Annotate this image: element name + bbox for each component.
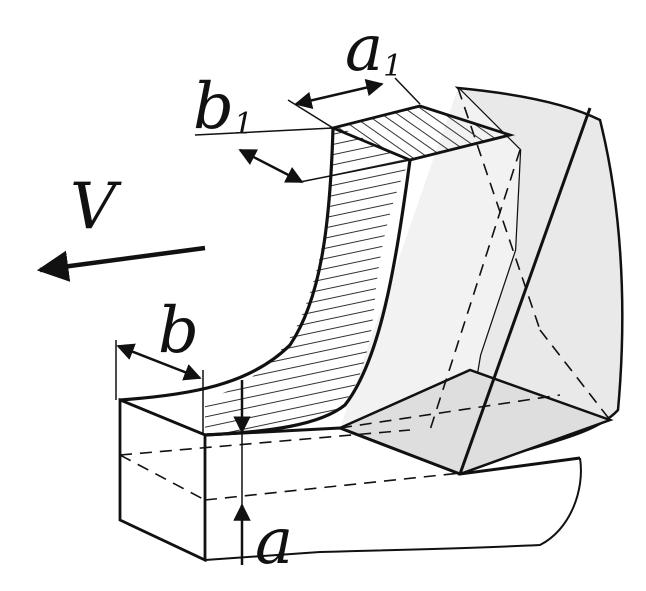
tool-cutting-edge xyxy=(458,107,592,475)
label-b1-sub: 1 xyxy=(234,107,253,142)
workpiece-side-outline xyxy=(204,457,582,561)
label-velocity: V xyxy=(70,170,122,244)
chip xyxy=(119,104,516,437)
label-a: a xyxy=(255,505,293,579)
chip-outer-curve xyxy=(204,159,412,437)
dimension-a1 xyxy=(287,77,421,129)
workpiece-hidden-line-2 xyxy=(204,471,471,501)
label-a1: a1 xyxy=(345,12,402,86)
b1-extension-2 xyxy=(299,159,411,183)
cutting-tool xyxy=(336,86,624,476)
dimension-b1 xyxy=(194,127,411,184)
label-a1-main: a xyxy=(345,12,383,86)
chip-outer-face xyxy=(205,125,410,435)
a1-extension-2 xyxy=(287,99,334,129)
velocity-arrow xyxy=(36,245,206,282)
chip-top-face xyxy=(328,104,516,162)
label-b1-main: b xyxy=(193,70,234,144)
label-b: b xyxy=(158,294,199,368)
tool-body xyxy=(454,86,624,476)
a1-extension-1 xyxy=(394,77,421,105)
a1-arrow xyxy=(294,79,384,109)
workpiece-front-face xyxy=(118,397,207,563)
workpiece xyxy=(118,397,582,563)
workpiece-hidden-line-3 xyxy=(119,454,206,501)
label-a1-sub: 1 xyxy=(383,49,402,84)
label-b1: b1 xyxy=(193,70,253,144)
tool-hidden-edge-4 xyxy=(339,394,561,429)
b1-extension-1 xyxy=(194,127,334,136)
tool-hidden-edge-1 xyxy=(429,149,521,431)
b1-arrow xyxy=(238,148,304,184)
dimension-b xyxy=(115,340,204,435)
chip-inner-curve xyxy=(119,127,335,402)
workpiece-hidden-line-1 xyxy=(119,429,411,456)
b-arrow xyxy=(116,343,202,381)
